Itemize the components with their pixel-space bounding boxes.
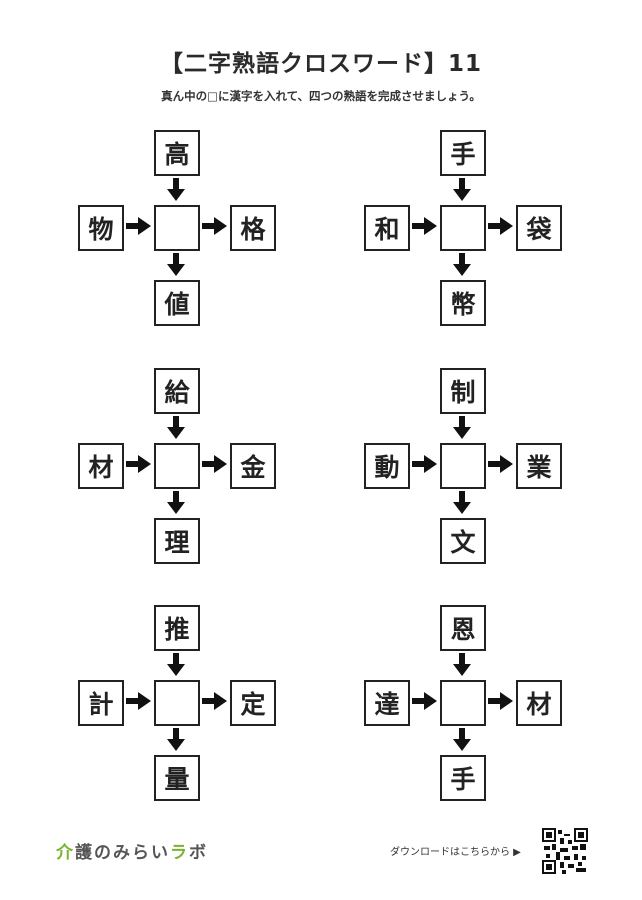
- arrow-down-icon: [453, 491, 471, 519]
- answer-box[interactable]: [154, 443, 200, 489]
- clue-box-left: 物: [78, 205, 124, 251]
- clue-box-bottom: 量: [154, 755, 200, 801]
- clue-box-left: 材: [78, 443, 124, 489]
- clue-box-top: 手: [440, 130, 486, 176]
- arrow-right-icon: [126, 217, 152, 239]
- answer-box[interactable]: [440, 205, 486, 251]
- puzzle-4: 制動 業文: [364, 368, 564, 568]
- arrow-down-icon: [453, 728, 471, 756]
- arrow-down-icon: [453, 416, 471, 444]
- clue-box-bottom: 値: [154, 280, 200, 326]
- download-link[interactable]: ダウンロードはこちらから ▶: [390, 847, 521, 858]
- arrow-down-icon: [167, 728, 185, 756]
- arrow-down-icon: [167, 491, 185, 519]
- arrow-right-icon: [202, 692, 228, 714]
- clue-box-right: 袋: [516, 205, 562, 251]
- brand-logo: 介護のみらいラボ: [56, 843, 208, 863]
- clue-box-left: 動: [364, 443, 410, 489]
- arrow-right-icon: [412, 692, 438, 714]
- answer-box[interactable]: [154, 205, 200, 251]
- clue-box-top: 給: [154, 368, 200, 414]
- answer-box[interactable]: [154, 680, 200, 726]
- puzzle-2: 手和 袋幣: [364, 130, 564, 330]
- clue-box-bottom: 文: [440, 518, 486, 564]
- clue-box-top: 恩: [440, 605, 486, 651]
- clue-box-left: 達: [364, 680, 410, 726]
- clue-box-top: 高: [154, 130, 200, 176]
- clue-box-bottom: 理: [154, 518, 200, 564]
- clue-box-right: 業: [516, 443, 562, 489]
- clue-box-left: 和: [364, 205, 410, 251]
- arrow-down-icon: [453, 653, 471, 681]
- puzzle-1: 高物 格値: [78, 130, 278, 330]
- arrow-right-icon: [126, 692, 152, 714]
- clue-box-right: 定: [230, 680, 276, 726]
- puzzle-3: 給材 金理: [78, 368, 278, 568]
- instruction-text: 真ん中の□に漢字を入れて、四つの熟語を完成させましょう。: [161, 89, 481, 103]
- clue-box-bottom: 幣: [440, 280, 486, 326]
- page-title: 【二字熟語クロスワード】11: [159, 51, 482, 77]
- answer-box[interactable]: [440, 443, 486, 489]
- arrow-right-icon: [202, 217, 228, 239]
- arrow-right-icon: [412, 217, 438, 239]
- clue-box-top: 制: [440, 368, 486, 414]
- arrow-right-icon: [412, 455, 438, 477]
- answer-box[interactable]: [440, 680, 486, 726]
- puzzle-6: 恩達 材手: [364, 605, 564, 805]
- arrow-right-icon: [202, 455, 228, 477]
- clue-box-right: 金: [230, 443, 276, 489]
- arrow-right-icon: [126, 455, 152, 477]
- arrow-down-icon: [453, 178, 471, 206]
- arrow-right-icon: [488, 692, 514, 714]
- arrow-right-icon: [488, 217, 514, 239]
- arrow-down-icon: [167, 253, 185, 281]
- clue-box-right: 材: [516, 680, 562, 726]
- arrow-down-icon: [167, 178, 185, 206]
- qr-code-icon[interactable]: [542, 828, 588, 874]
- clue-box-right: 格: [230, 205, 276, 251]
- puzzle-5: 推計 定量: [78, 605, 278, 805]
- clue-box-top: 推: [154, 605, 200, 651]
- arrow-down-icon: [167, 416, 185, 444]
- arrow-down-icon: [167, 653, 185, 681]
- clue-box-left: 計: [78, 680, 124, 726]
- clue-box-bottom: 手: [440, 755, 486, 801]
- arrow-down-icon: [453, 253, 471, 281]
- arrow-right-icon: [488, 455, 514, 477]
